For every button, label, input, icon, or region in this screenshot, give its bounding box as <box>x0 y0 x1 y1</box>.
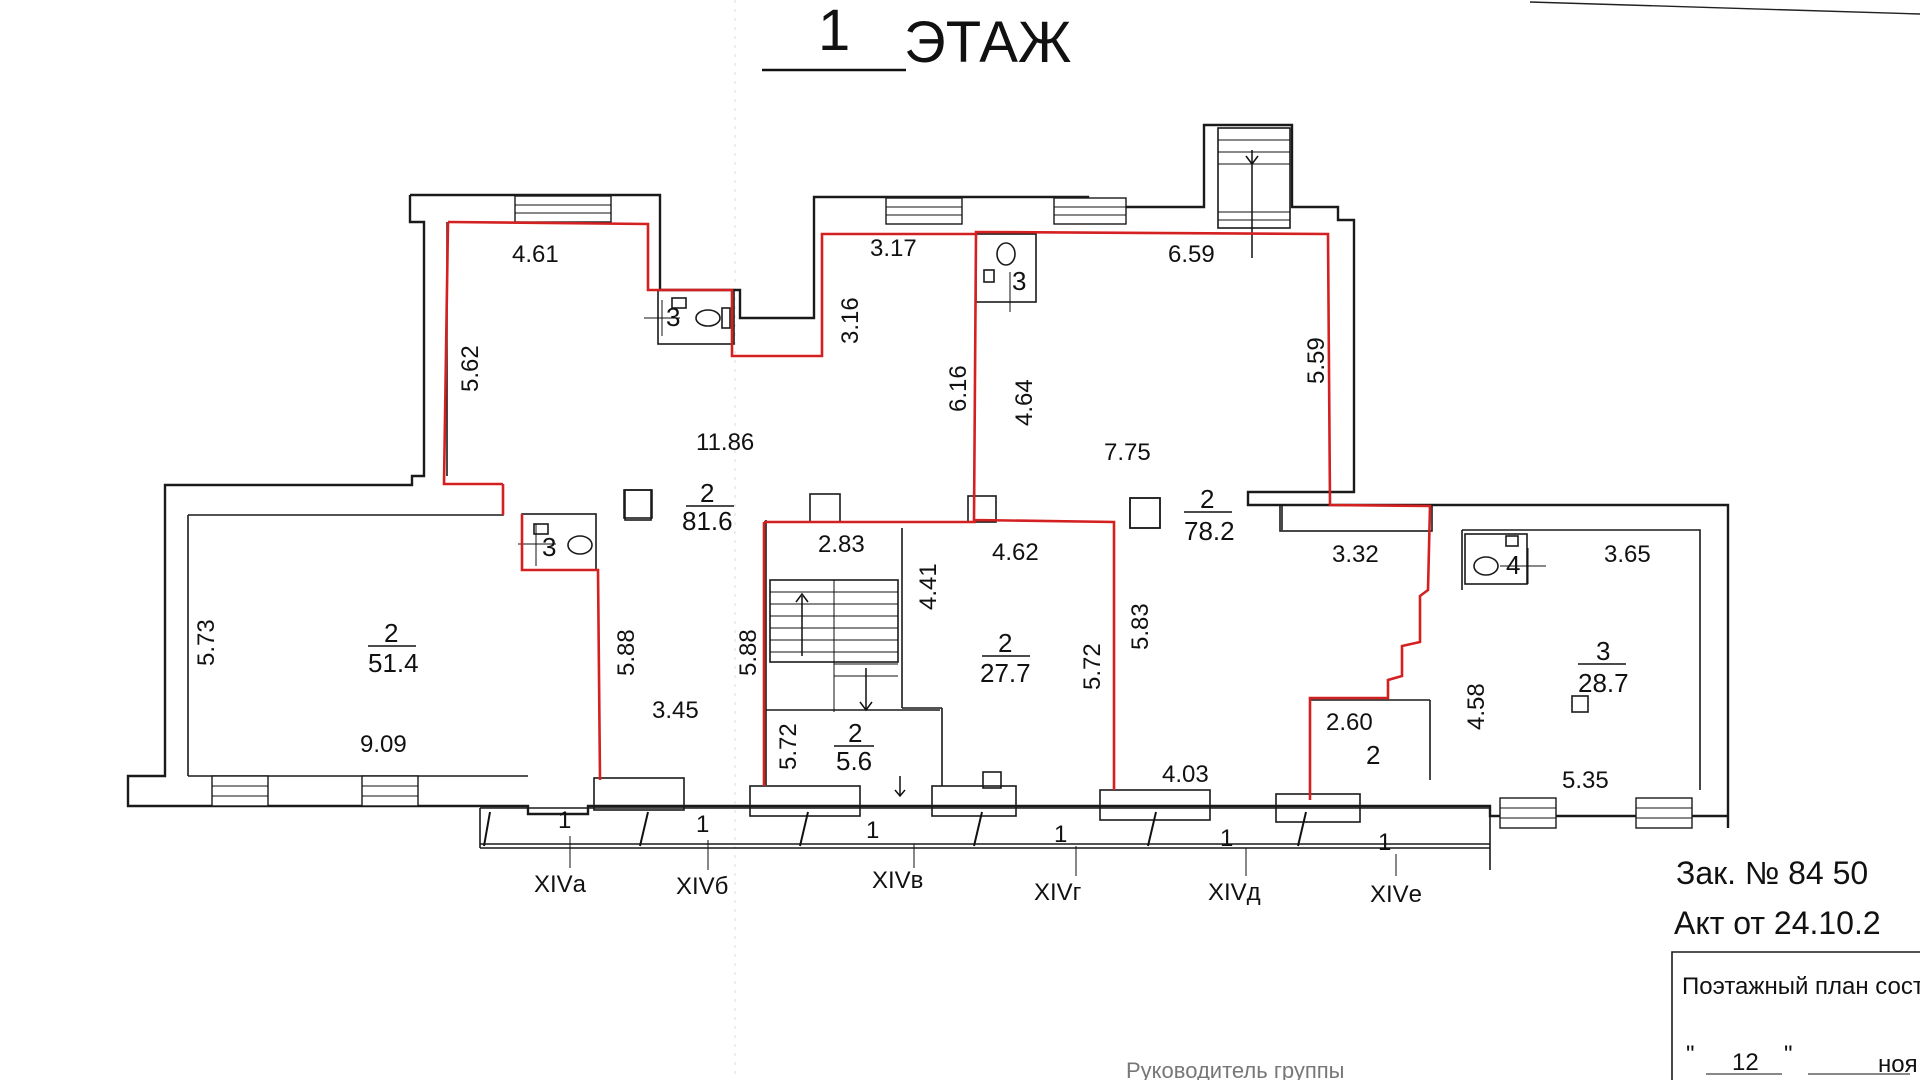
signature-quote-close: " <box>1784 1041 1793 1068</box>
dim-559: 5.59 <box>1303 337 1330 384</box>
svg-text:1: 1 <box>558 807 571 834</box>
wc-label-3: 3 <box>542 532 556 562</box>
dim-535: 5.35 <box>1562 767 1609 794</box>
dim-573: 5.73 <box>193 619 220 666</box>
room-51: 2 51.4 <box>368 618 419 678</box>
dim-616: 6.16 <box>945 365 972 412</box>
entrance-xivg: 1 XIVг <box>1034 821 1082 906</box>
room-2-small: 2 <box>1366 740 1380 770</box>
svg-text:XIVб: XIVб <box>676 873 728 900</box>
dim-317: 3.17 <box>870 235 917 262</box>
dim-345: 3.45 <box>652 697 699 724</box>
svg-text:5.6: 5.6 <box>836 746 872 776</box>
dim-365: 3.65 <box>1604 541 1651 568</box>
dim-403: 4.03 <box>1162 761 1209 788</box>
svg-text:1: 1 <box>696 811 709 838</box>
dim-461: 4.61 <box>512 241 559 268</box>
dim-583: 5.83 <box>1127 603 1154 650</box>
svg-text:27.7: 27.7 <box>980 658 1031 688</box>
order-info: Зак. № 84 50 Акт от 24.10.2 Поэтажный пл… <box>1671 855 1920 1080</box>
room-78: 2 78.2 <box>1184 484 1235 546</box>
dim-260: 2.60 <box>1326 709 1373 736</box>
dim-588a: 5.88 <box>613 629 640 676</box>
dim-332: 3.32 <box>1332 541 1379 568</box>
outer-walls <box>126 123 1730 870</box>
svg-text:1: 1 <box>866 817 879 844</box>
floor-word: ЭТАЖ <box>904 10 1071 75</box>
svg-text:81.6: 81.6 <box>682 506 733 536</box>
room-5: 2 5.6 <box>834 718 874 776</box>
svg-text:XIVв: XIVв <box>872 867 923 894</box>
windows <box>211 195 1693 829</box>
svg-text:28.7: 28.7 <box>1578 668 1629 698</box>
dim-775: 7.75 <box>1104 439 1151 466</box>
stair-tower <box>1217 127 1291 258</box>
plan-caption: Поэтажный план сост <box>1682 973 1920 1000</box>
svg-text:1: 1 <box>1220 825 1233 852</box>
dim-441: 4.41 <box>915 563 942 610</box>
floor-title: 1 ЭТАЖ <box>762 0 1071 75</box>
svg-text:XIVг: XIVг <box>1034 879 1082 906</box>
dim-562: 5.62 <box>457 345 484 392</box>
svg-text:3: 3 <box>1596 636 1610 666</box>
order-number: Зак. № 84 50 <box>1676 855 1868 891</box>
dim-572a: 5.72 <box>775 723 802 770</box>
signature-month: ноя <box>1878 1051 1918 1078</box>
svg-text:2: 2 <box>384 618 398 648</box>
dim-659: 6.59 <box>1168 241 1215 268</box>
room-27: 2 27.7 <box>980 628 1031 688</box>
svg-text:78.2: 78.2 <box>1184 516 1235 546</box>
entrance-xive: 1 XIVе <box>1370 829 1422 908</box>
dim-588b: 5.88 <box>735 629 762 676</box>
entrance-xiva: 1 XIVа <box>534 807 587 898</box>
dim-316: 3.16 <box>837 297 864 344</box>
svg-text:1: 1 <box>1054 821 1067 848</box>
entrance-xivb: 1 XIVб <box>676 811 728 900</box>
svg-text:2: 2 <box>1200 484 1214 514</box>
footer-text: Руководитель группы <box>1126 1058 1345 1080</box>
wc-label-2: 3 <box>1012 266 1026 296</box>
entrance-posts <box>483 811 1307 847</box>
room-labels: 2 81.6 2 78.2 2 51.4 2 27.7 2 5.6 3 28.7 <box>368 266 1629 776</box>
premises-boundary <box>442 220 1432 800</box>
svg-text:2: 2 <box>700 478 714 508</box>
dim-283: 2.83 <box>818 531 865 558</box>
svg-text:2: 2 <box>998 628 1012 658</box>
signature-day: 12 <box>1732 1049 1759 1076</box>
wc-label-1: 3 <box>666 302 680 332</box>
room-28: 3 28.7 <box>1578 636 1629 698</box>
dim-462: 4.62 <box>992 539 1039 566</box>
dim-909: 9.09 <box>360 731 407 758</box>
signature-quote-open: " <box>1686 1041 1695 1068</box>
svg-text:XIVд: XIVд <box>1208 879 1261 906</box>
dim-1186: 11.86 <box>696 429 754 456</box>
dim-572b: 5.72 <box>1079 643 1106 690</box>
floor-number: 1 <box>818 0 850 63</box>
svg-text:XIVа: XIVа <box>534 871 587 898</box>
room-81: 2 81.6 <box>682 478 734 536</box>
dim-458: 4.58 <box>1463 683 1490 730</box>
interior-walls <box>593 489 1433 823</box>
act-date: Акт от 24.10.2 <box>1674 905 1881 941</box>
entrance-xivv: 1 XIVв <box>866 817 923 894</box>
dim-464: 4.64 <box>1011 379 1038 426</box>
svg-text:XIVе: XIVе <box>1370 881 1422 908</box>
dimensions: 4.61 5.62 3.17 3.16 11.86 6.16 4.64 6.59… <box>193 235 1651 794</box>
wc-label-4: 4 <box>1506 550 1520 580</box>
svg-text:1: 1 <box>1378 829 1391 856</box>
svg-text:51.4: 51.4 <box>368 648 419 678</box>
svg-text:2: 2 <box>848 718 862 748</box>
interior-stairs <box>769 579 906 798</box>
entrance-xivd: 1 XIVд <box>1208 825 1261 906</box>
entrance-labels: 1 XIVа 1 XIVб 1 XIVв 1 XIVг 1 XIVд 1 XIV… <box>534 807 1422 908</box>
